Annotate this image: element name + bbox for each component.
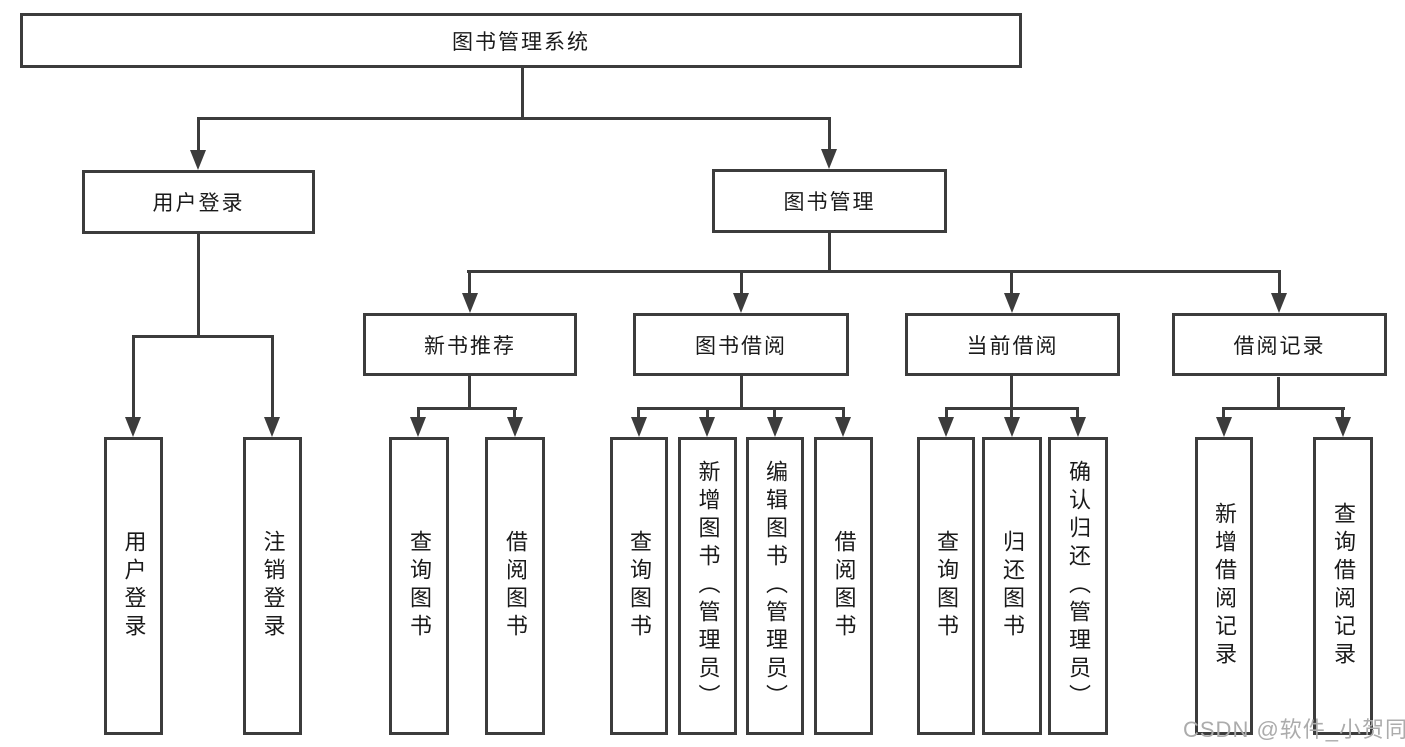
- connector-stub: [1222, 407, 1225, 417]
- arrow-down-icon: [699, 417, 715, 437]
- arrow-down-icon: [410, 417, 426, 437]
- connector-stub: [513, 407, 516, 417]
- connector-stub: [1076, 407, 1079, 417]
- connector-book-borrowing-stem: [740, 376, 743, 407]
- node-new-book-recommendation: 新书推荐: [363, 313, 577, 376]
- arrow-down-icon: [1216, 417, 1232, 437]
- arrow-down-icon: [1004, 417, 1020, 437]
- node-leaf-query-books-borrowing: 查询图书: [610, 437, 668, 735]
- connector-stub: [1010, 270, 1013, 293]
- node-library-management-system: 图书管理系统: [20, 13, 1022, 68]
- connector-new-book-stem: [468, 376, 471, 407]
- arrow-down-icon: [733, 293, 749, 313]
- node-leaf-query-borrow-record: 查询借阅记录: [1313, 437, 1373, 735]
- arrow-down-icon: [125, 417, 141, 437]
- node-book-management: 图书管理: [712, 169, 947, 233]
- connector-stub: [637, 407, 640, 417]
- node-leaf-logout: 注销登录: [243, 437, 302, 735]
- connector-borrowing-records-splitter: [1222, 407, 1345, 410]
- node-leaf-borrow-books-recommend: 借阅图书: [485, 437, 545, 735]
- connector-new-book-splitter: [417, 407, 517, 410]
- node-current-borrowing: 当前借阅: [905, 313, 1120, 376]
- connector-book-borrowing-splitter: [637, 407, 845, 410]
- connector-stub: [945, 407, 948, 417]
- watermark: CSDN @软件_小贺同学: [1183, 717, 1405, 742]
- connector-stub: [706, 407, 709, 417]
- node-leaf-return-books: 归还图书: [982, 437, 1042, 735]
- arrow-down-icon: [631, 417, 647, 437]
- arrow-down-icon: [264, 417, 280, 437]
- node-leaf-query-books-recommend: 查询图书: [389, 437, 449, 735]
- node-leaf-borrow-books-borrowing: 借阅图书: [814, 437, 873, 735]
- connector-root-splitter: [197, 117, 831, 120]
- node-leaf-edit-book-admin: 编辑图书（管理员）: [746, 437, 804, 735]
- connector-stub: [1010, 407, 1013, 417]
- arrow-down-icon: [1335, 417, 1351, 437]
- node-leaf-user-login: 用户登录: [104, 437, 163, 735]
- arrow-down-icon: [938, 417, 954, 437]
- connector-stub: [828, 117, 831, 150]
- connector-stub: [197, 117, 200, 150]
- connector-stub: [417, 407, 420, 417]
- connector-stub: [773, 407, 776, 417]
- connector-stub: [132, 335, 135, 417]
- node-borrowing-records: 借阅记录: [1172, 313, 1387, 376]
- node-book-borrowing: 图书借阅: [633, 313, 849, 376]
- connector-user-login-splitter: [132, 335, 274, 338]
- connector-stub: [740, 270, 743, 293]
- arrow-down-icon: [190, 150, 206, 170]
- node-leaf-add-book-admin: 新增图书（管理员）: [678, 437, 737, 735]
- node-leaf-add-borrow-record: 新增借阅记录: [1195, 437, 1253, 735]
- node-leaf-query-books-current: 查询图书: [917, 437, 975, 735]
- connector-borrowing-records-stem: [1277, 377, 1280, 407]
- node-leaf-confirm-return-admin: 确认归还（管理员）: [1048, 437, 1108, 735]
- arrow-down-icon: [821, 149, 837, 169]
- connector-root-stem: [521, 68, 524, 117]
- connector-stub: [1278, 270, 1281, 293]
- connector-book-management-splitter: [467, 270, 1281, 273]
- arrow-down-icon: [507, 417, 523, 437]
- connector-book-management-stem: [828, 233, 831, 270]
- arrow-down-icon: [835, 417, 851, 437]
- connector-stub: [468, 270, 471, 293]
- connector-stub: [842, 407, 845, 417]
- connector-stub: [1341, 407, 1344, 417]
- node-user-login: 用户登录: [82, 170, 315, 234]
- arrow-down-icon: [1271, 293, 1287, 313]
- arrow-down-icon: [1070, 417, 1086, 437]
- connector-stub: [271, 335, 274, 417]
- connector-current-borrowing-stem: [1010, 376, 1013, 407]
- arrow-down-icon: [1004, 293, 1020, 313]
- arrow-down-icon: [462, 293, 478, 313]
- arrow-down-icon: [767, 417, 783, 437]
- connector-user-login-stem: [197, 234, 200, 335]
